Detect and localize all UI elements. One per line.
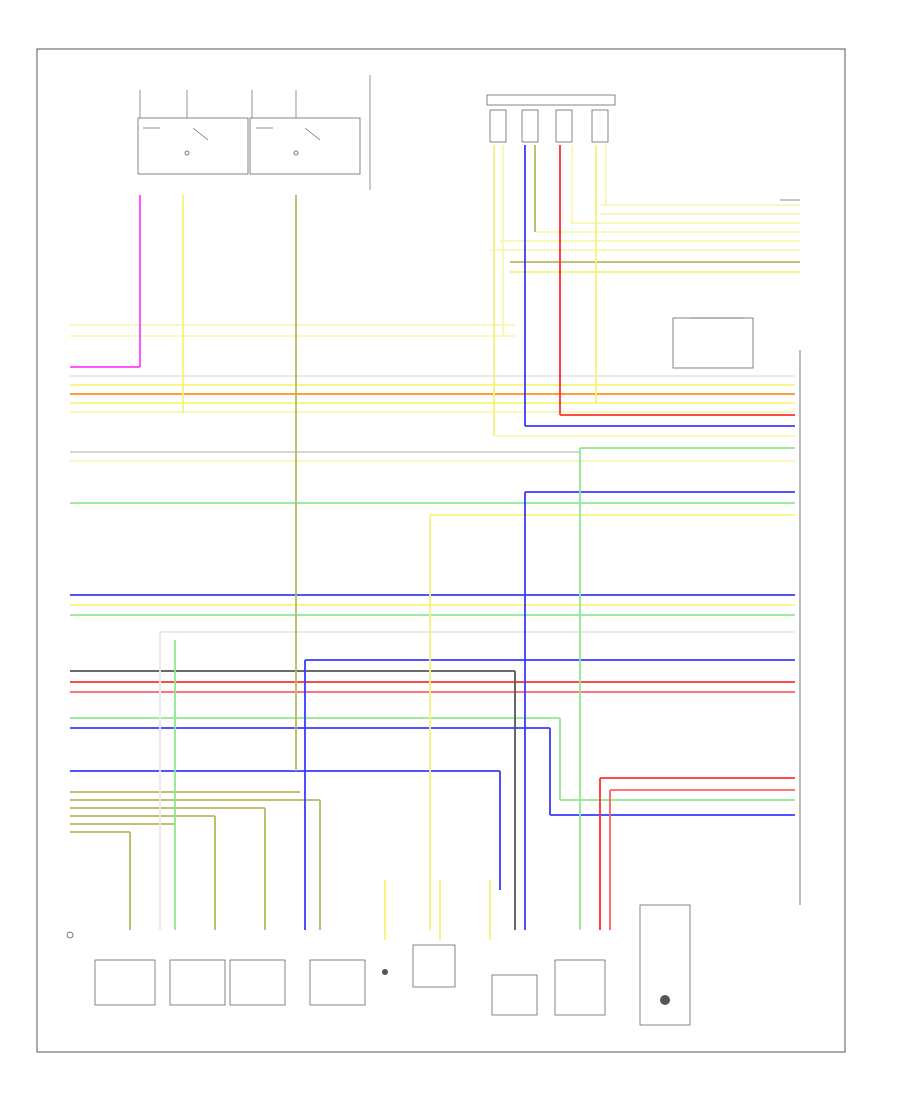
relay-indicator <box>660 995 670 1005</box>
top-connector-box <box>486 94 616 106</box>
sensor-2 <box>169 959 226 1006</box>
vertical-wires <box>129 145 611 940</box>
switch-left-box <box>137 117 249 175</box>
sensor-3 <box>229 959 286 1006</box>
switch-group-center <box>249 75 371 190</box>
switch-center-box <box>249 117 361 175</box>
sensor-4 <box>309 959 366 1006</box>
right-module <box>672 199 801 905</box>
bottom-components <box>66 904 691 1026</box>
ground-left <box>66 931 74 939</box>
horizontal-wires <box>70 204 800 833</box>
diagram-frame <box>36 48 846 1053</box>
top-connector <box>486 94 616 143</box>
switch-group-left <box>137 90 249 175</box>
relay-bottom <box>639 904 691 1026</box>
ground-center <box>382 969 388 975</box>
sensor-1 <box>94 959 156 1006</box>
module-center <box>412 944 456 988</box>
sensor-bottom-right <box>554 959 606 1016</box>
switch-bottom <box>491 974 538 1016</box>
